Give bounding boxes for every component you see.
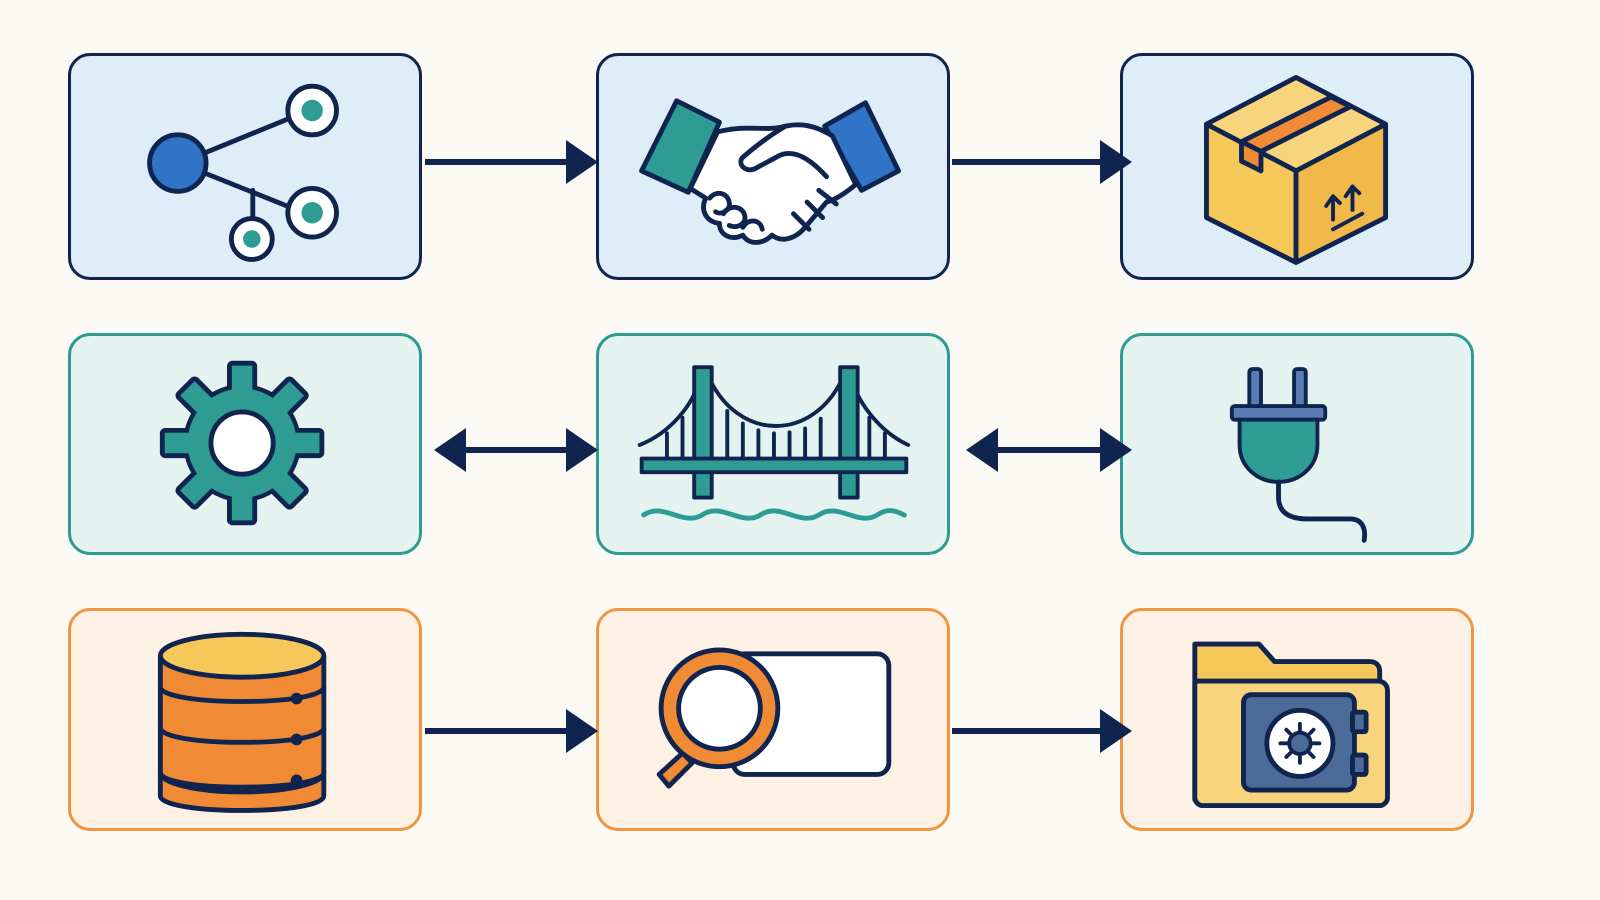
arrow-gear-bridge-two-way — [434, 428, 598, 472]
card-network — [68, 53, 422, 280]
database-icon — [157, 631, 327, 813]
card-package — [1120, 53, 1474, 280]
card-bridge — [596, 333, 950, 555]
arrow-handshake-to-package — [952, 140, 1132, 184]
power-plug-icon — [1229, 367, 1368, 543]
gear-icon — [159, 360, 325, 526]
bridge-icon — [637, 365, 911, 521]
card-search — [596, 608, 950, 831]
card-gear — [68, 333, 422, 555]
handshake-icon — [639, 98, 902, 245]
secure-folder-icon — [1192, 641, 1390, 809]
network-nodes-icon — [147, 83, 339, 262]
search-box-icon — [656, 647, 892, 789]
card-secure-folder — [1120, 608, 1474, 831]
card-plug — [1120, 333, 1474, 555]
package-box-icon — [1204, 74, 1389, 265]
card-database — [68, 608, 422, 831]
arrow-search-to-secure-folder — [952, 709, 1132, 753]
arrow-network-to-handshake — [425, 140, 598, 184]
arrow-bridge-plug-two-way — [966, 428, 1132, 472]
card-handshake — [596, 53, 950, 280]
arrow-database-to-search — [425, 709, 598, 753]
